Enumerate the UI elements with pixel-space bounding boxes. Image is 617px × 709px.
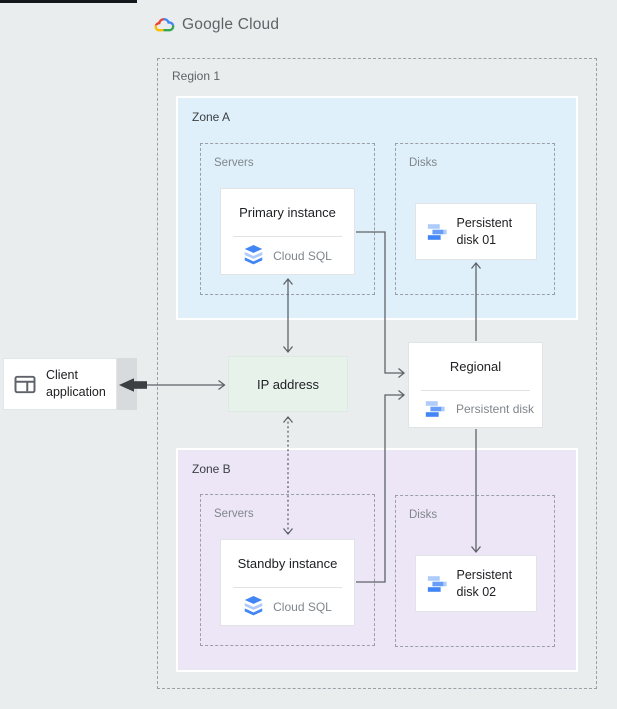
window-edge-bar (0, 0, 137, 3)
zone-b-label: Zone B (192, 462, 231, 476)
client-application-node: Client application (3, 358, 117, 410)
persistent-disk-icon (426, 573, 448, 595)
ip-address-node: IP address (228, 356, 348, 412)
disk-02-title: Persistent disk 02 (456, 567, 513, 599)
persistent-disk-01-node: Persistent disk 01 (415, 203, 537, 260)
client-application-icon (14, 375, 36, 394)
persistent-disk-icon (424, 398, 446, 420)
divider (233, 236, 342, 237)
divider (233, 587, 342, 588)
primary-instance-node: Primary instance Cloud SQL (220, 188, 355, 275)
servers-label: Servers (214, 157, 254, 169)
servers-label: Servers (214, 508, 254, 520)
disks-label: Disks (409, 157, 438, 169)
region-label: Region 1 (172, 69, 221, 83)
primary-instance-title: Primary instance (239, 205, 336, 220)
standby-instance-title: Standby instance (237, 556, 338, 571)
persistent-disk-02-node: Persistent disk 02 (415, 555, 537, 612)
logo-text: Google Cloud (182, 16, 280, 33)
google-cloud-logo: Google Cloud (153, 16, 279, 34)
cloud-sql-label: Cloud SQL (273, 248, 332, 263)
divider (421, 390, 530, 391)
client-edge-strip (117, 358, 137, 410)
regional-title: Regional (449, 359, 502, 374)
regional-persistent-disk-node: Regional Persistent disk (408, 342, 543, 428)
persistent-disk-icon (426, 221, 448, 243)
zone-a-disks-group: Disks (395, 143, 555, 295)
standby-instance-node: Standby instance Cloud SQL (220, 539, 355, 626)
cloud-sql-icon (243, 244, 264, 267)
disks-label: Disks (409, 509, 438, 521)
disk-01-title: Persistent disk 01 (456, 215, 513, 247)
zone-a-label: Zone A (192, 110, 231, 124)
client-application-label: Client application (46, 368, 106, 399)
regional-subtitle: Persistent disk (456, 402, 535, 416)
google-cloud-logo-icon (153, 17, 175, 34)
ip-address-label: IP address (257, 376, 319, 392)
region-container (157, 58, 597, 689)
cloud-sql-label: Cloud SQL (273, 599, 332, 614)
cloud-sql-icon (243, 595, 264, 618)
